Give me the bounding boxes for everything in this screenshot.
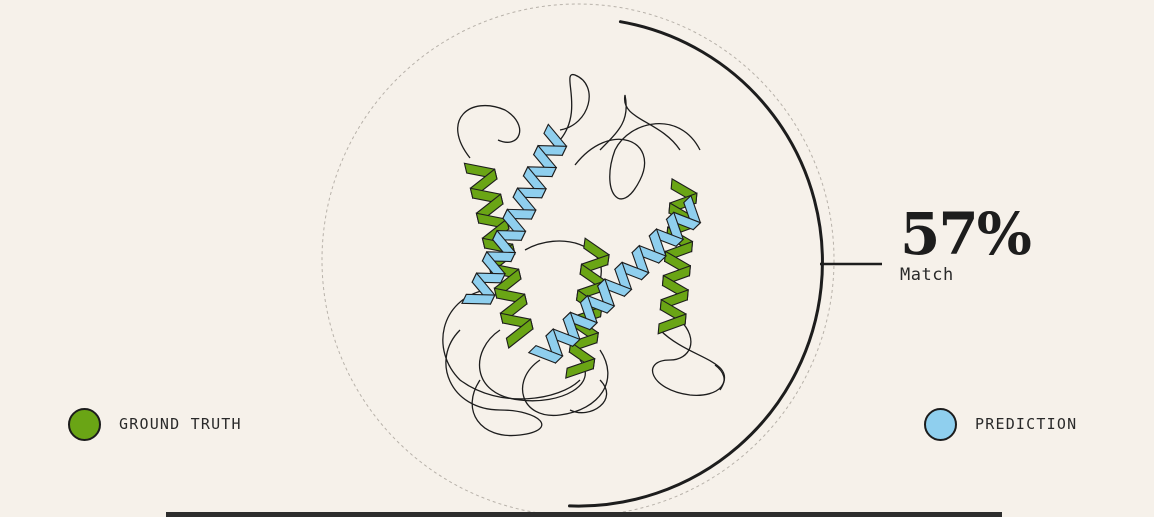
prediction-helix-segment <box>461 293 496 305</box>
legend-ground-truth: GROUND TRUTH <box>68 406 242 442</box>
ground-truth-label: GROUND TRUTH <box>119 415 242 433</box>
prediction-swatch <box>924 407 957 441</box>
match-label: Match <box>900 265 954 285</box>
ground-truth-helix-segment <box>565 357 596 379</box>
prediction-label: PREDICTION <box>975 415 1078 433</box>
match-metric: 57% Match <box>900 200 1032 285</box>
ground-truth-swatch <box>68 407 101 441</box>
prediction-helices <box>461 123 702 364</box>
match-percentage: 57% <box>900 200 1032 268</box>
ground-truth-helix-segment <box>657 313 687 335</box>
match-arc <box>568 20 824 508</box>
ground-truth-helix-segment <box>505 318 534 349</box>
bottom-divider <box>166 512 1002 517</box>
dashed-ring <box>321 3 835 517</box>
legend-prediction: PREDICTION <box>924 406 1077 442</box>
prediction-helix-segment <box>527 345 564 364</box>
coil-loops <box>442 74 726 437</box>
